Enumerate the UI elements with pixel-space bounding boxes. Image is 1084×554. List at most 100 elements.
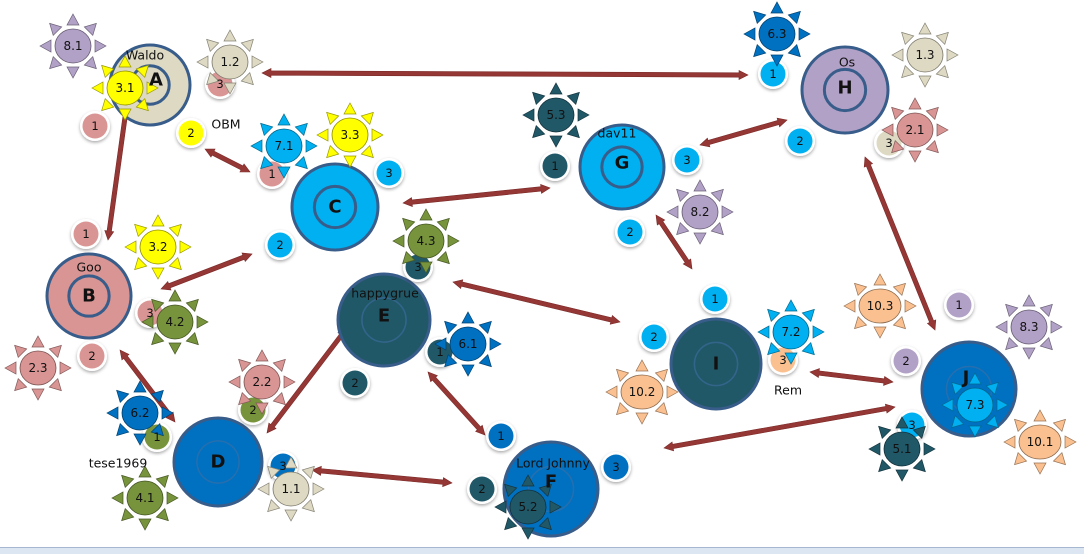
- rating-sun-4.3[interactable]: [392, 208, 460, 274]
- port-E-2[interactable]: [340, 368, 370, 398]
- port-I-2[interactable]: [639, 322, 669, 352]
- sun-ray: [891, 139, 905, 154]
- sun-ray: [891, 106, 905, 121]
- link-G-I[interactable]: [655, 214, 693, 270]
- sun-ray: [549, 500, 562, 514]
- rating-sun-3.3[interactable]: [316, 102, 384, 168]
- sun-body: [1010, 309, 1048, 345]
- node-G[interactable]: [578, 123, 666, 211]
- node-I[interactable]: [669, 317, 763, 411]
- port-I-1[interactable]: [700, 284, 730, 314]
- rating-sun-7.2[interactable]: [757, 299, 825, 365]
- link-F-J[interactable]: [663, 403, 896, 452]
- sun-ray: [168, 342, 182, 355]
- node-letter: B: [82, 286, 96, 307]
- rating-sun-10.2[interactable]: [605, 359, 679, 425]
- sun-ray: [155, 474, 169, 489]
- node-name-label: Rem: [774, 383, 802, 398]
- rating-sun-1.3[interactable]: [891, 22, 959, 88]
- sun-ray: [116, 389, 130, 404]
- port-F-3[interactable]: [601, 452, 631, 482]
- sun-ray: [854, 282, 868, 297]
- node-E[interactable]: [336, 272, 432, 368]
- link-B-D[interactable]: [119, 349, 176, 423]
- rating-sun-8.2[interactable]: [666, 179, 734, 245]
- rating-sun-3.1[interactable]: [91, 55, 159, 121]
- node-H[interactable]: [800, 45, 890, 135]
- node-name-label: tese1969: [89, 456, 148, 471]
- sun-ray: [461, 364, 475, 377]
- sun-value: 10.2: [629, 385, 656, 399]
- sun-ray: [118, 55, 132, 68]
- port-D-1[interactable]: [142, 422, 172, 452]
- rating-sun-6.3[interactable]: [743, 1, 811, 67]
- rating-sun-8.3[interactable]: [995, 294, 1063, 360]
- sun-ray: [577, 108, 590, 122]
- sun-ray: [923, 442, 936, 456]
- port-A-2[interactable]: [176, 118, 206, 148]
- rating-sun-1.1[interactable]: [257, 456, 325, 522]
- node-letter: E: [378, 306, 390, 327]
- rating-sun-6.1[interactable]: [434, 311, 502, 377]
- link-A-H[interactable]: [261, 68, 749, 80]
- port-F-2[interactable]: [467, 474, 497, 504]
- link-E-I[interactable]: [452, 279, 621, 325]
- sun-ray: [179, 240, 192, 254]
- rating-sun-2.3[interactable]: [4, 335, 72, 401]
- node-name-label: Lord Johnny: [516, 456, 590, 471]
- rating-sun-7.1[interactable]: [250, 113, 318, 179]
- link-B-C[interactable]: [160, 252, 253, 291]
- port-C-3[interactable]: [374, 158, 404, 188]
- sun-ray: [721, 205, 734, 219]
- port-J-2[interactable]: [891, 346, 921, 376]
- sun-ray: [1050, 320, 1063, 334]
- rating-sun-4.2[interactable]: [141, 289, 209, 355]
- rating-sun-6.2[interactable]: [106, 380, 174, 446]
- link-D-F[interactable]: [311, 465, 453, 488]
- port-C-2[interactable]: [265, 230, 295, 260]
- sun-ray: [616, 368, 630, 383]
- port-A-1[interactable]: [80, 111, 110, 141]
- sun-ray: [522, 108, 535, 122]
- port-circle: [178, 120, 204, 146]
- rating-sun-10.1[interactable]: [1003, 409, 1077, 475]
- port-G-3[interactable]: [672, 145, 702, 175]
- rating-sun-2.1[interactable]: [881, 97, 949, 163]
- rating-sun-1.2[interactable]: [196, 29, 264, 95]
- rating-sun-2.2[interactable]: [228, 349, 296, 415]
- rating-sun-3.2[interactable]: [124, 214, 192, 280]
- port-B-1[interactable]: [71, 219, 101, 249]
- node-D[interactable]: [172, 416, 264, 508]
- link-I-J[interactable]: [809, 368, 894, 386]
- port-number: 2: [902, 354, 909, 368]
- rating-sun-5.2[interactable]: [494, 474, 562, 540]
- rating-sun-4.1[interactable]: [111, 465, 179, 531]
- link-H-J[interactable]: [863, 156, 937, 331]
- node-B[interactable]: [45, 252, 133, 340]
- sun-ray: [654, 368, 668, 383]
- rating-sun-5.1[interactable]: [868, 416, 936, 482]
- sun-ray: [31, 335, 45, 348]
- sun-ray: [798, 27, 811, 41]
- rating-sun-10.3[interactable]: [843, 273, 917, 339]
- link-E-F[interactable]: [427, 371, 486, 436]
- rating-sun-5.3[interactable]: [522, 82, 590, 148]
- port-H-1[interactable]: [758, 59, 788, 89]
- port-B-2[interactable]: [77, 341, 107, 371]
- port-J-1[interactable]: [944, 290, 974, 320]
- port-G-1[interactable]: [540, 151, 570, 181]
- port-G-2[interactable]: [615, 217, 645, 247]
- sun-ray: [489, 337, 502, 351]
- link-A-C[interactable]: [204, 148, 251, 173]
- rating-sun-7.3[interactable]: [941, 372, 1009, 438]
- rating-sun-8.1[interactable]: [39, 13, 107, 79]
- port-F-1[interactable]: [486, 421, 516, 451]
- sun-value: 4.2: [165, 315, 184, 329]
- link-G-H[interactable]: [699, 117, 788, 148]
- sun-ray: [693, 179, 707, 192]
- sun-body: [883, 431, 921, 467]
- node-C[interactable]: [290, 162, 380, 252]
- link-C-G[interactable]: [402, 183, 551, 208]
- double-arrow: [311, 465, 453, 488]
- port-H-2[interactable]: [785, 126, 815, 156]
